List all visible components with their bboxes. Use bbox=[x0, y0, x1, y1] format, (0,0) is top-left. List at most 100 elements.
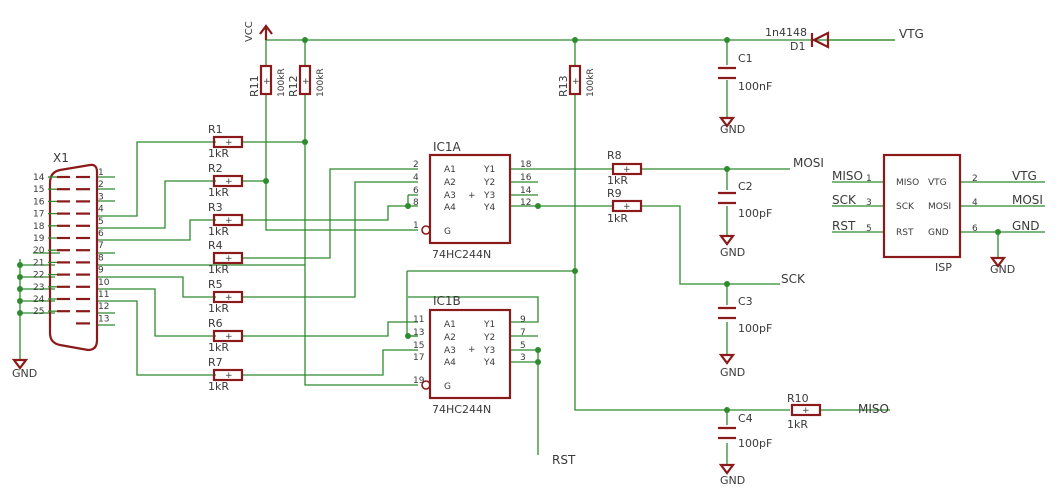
svg-text:ISP: ISP bbox=[935, 261, 952, 274]
ic-pin-label: A1 bbox=[444, 320, 456, 330]
svg-text:100kR: 100kR bbox=[277, 68, 287, 97]
ic-pin-number: 18 bbox=[520, 160, 532, 170]
ic-pin-label: Y2 bbox=[483, 178, 495, 188]
connector-pin-label: 8 bbox=[98, 253, 104, 263]
isp-pin-label: GND bbox=[928, 228, 949, 238]
svg-text:1kR: 1kR bbox=[787, 418, 808, 431]
svg-text:+: + bbox=[623, 165, 631, 175]
connector-pin-label: 2 bbox=[98, 180, 104, 190]
svg-text:74HC244N: 74HC244N bbox=[432, 403, 491, 416]
resistor-r11: + R11 100kR bbox=[248, 64, 287, 97]
connector-pin-label: 14 bbox=[33, 173, 45, 183]
svg-text:GND: GND bbox=[720, 366, 745, 379]
resistor-r13: + R13 100kR bbox=[557, 64, 596, 97]
connector-pin-label: 15 bbox=[33, 185, 44, 195]
ic-pin-number: 12 bbox=[520, 198, 531, 208]
ic-pin-label: Y1 bbox=[483, 320, 495, 330]
gnd-symbol-isp: GND bbox=[989, 256, 1015, 276]
resistor-value: 1kR bbox=[208, 302, 229, 315]
resistor-value: 1kR bbox=[208, 341, 229, 354]
connector-name: X1 bbox=[53, 151, 69, 165]
connector-pin-label: 23 bbox=[33, 283, 44, 293]
resistor-r1: +R1 1kR bbox=[208, 123, 244, 160]
connector-pin-label: 1 bbox=[98, 168, 104, 178]
capacitor-c3: C3 100pF bbox=[718, 295, 772, 335]
svg-text:+: + bbox=[225, 332, 233, 342]
connector-pin-label: 17 bbox=[33, 210, 44, 220]
resistor-name: R1 bbox=[208, 123, 223, 136]
connector-pin-label: 5 bbox=[98, 217, 104, 227]
svg-text:1kR: 1kR bbox=[607, 174, 628, 187]
vcc-label: VCC bbox=[244, 21, 255, 42]
svg-text:100pF: 100pF bbox=[738, 437, 772, 450]
gnd-symbol-connector: GND bbox=[11, 358, 37, 380]
svg-text:GND: GND bbox=[990, 263, 1015, 276]
connector-pin-label: 18 bbox=[33, 222, 45, 232]
isp-pin-number: 2 bbox=[972, 174, 978, 184]
svg-text:R12: R12 bbox=[287, 75, 300, 97]
ic-pin-number: 16 bbox=[520, 173, 532, 183]
isp-net-label: SCK bbox=[832, 193, 857, 207]
capacitor-c4: C4 100pF bbox=[718, 412, 772, 450]
svg-text:+: + bbox=[225, 216, 233, 226]
rst-net-label: RST bbox=[552, 453, 576, 467]
svg-text:1kR: 1kR bbox=[607, 212, 628, 225]
svg-text:R10: R10 bbox=[787, 392, 809, 405]
resistor-r10: + R10 1kR bbox=[787, 392, 822, 431]
svg-text:D1: D1 bbox=[790, 40, 805, 53]
svg-text:R9: R9 bbox=[607, 187, 622, 200]
connector-pin-label: 4 bbox=[98, 205, 104, 215]
resistor-name: R5 bbox=[208, 278, 223, 291]
sck-net-label: SCK bbox=[781, 272, 806, 286]
ic-pin-number: 3 bbox=[520, 353, 526, 363]
svg-text:+: + bbox=[302, 77, 310, 87]
resistor-value: 1kR bbox=[208, 263, 229, 276]
gnd-symbol-c2: GND bbox=[718, 234, 745, 259]
isp-net-label: RST bbox=[832, 219, 856, 233]
ic-pin-label: A2 bbox=[444, 178, 456, 188]
resistor-r8: + R8 1kR bbox=[607, 149, 643, 187]
resistor-value: 1kR bbox=[208, 147, 229, 160]
svg-text:+: + bbox=[225, 254, 233, 264]
svg-text:GND: GND bbox=[720, 246, 745, 259]
svg-text:+: + bbox=[225, 177, 233, 187]
ic-pin-number: 1 bbox=[413, 221, 419, 231]
svg-text:+: + bbox=[225, 138, 233, 148]
connector-pin-label: 7 bbox=[98, 241, 104, 251]
ic-pin-label: G bbox=[444, 382, 451, 392]
connector-pin-label: 11 bbox=[98, 290, 109, 300]
ic-pin-label: A3 bbox=[444, 191, 456, 201]
svg-text:+: + bbox=[468, 345, 476, 355]
svg-text:74HC244N: 74HC244N bbox=[432, 248, 491, 261]
connector-pin-label: 3 bbox=[98, 192, 104, 202]
isp-pin-label: MISO bbox=[896, 178, 919, 188]
connector-pin-label: 10 bbox=[98, 278, 110, 288]
ic-pin-label: A1 bbox=[444, 165, 456, 175]
connector-pin-label: 12 bbox=[98, 302, 109, 312]
ic-pin-number: 2 bbox=[413, 160, 419, 170]
resistor-name: R2 bbox=[208, 162, 223, 175]
ic-pin-label: Y3 bbox=[483, 346, 495, 356]
svg-text:R8: R8 bbox=[607, 149, 622, 162]
ic-pin-number: 8 bbox=[413, 198, 419, 208]
pulldown-resistors: +R11kR+R21kR+R31kR+R41kR+R51kR+R61kR+R71… bbox=[208, 123, 244, 393]
svg-text:R13: R13 bbox=[557, 75, 570, 97]
svg-text:+: + bbox=[623, 202, 631, 212]
svg-text:GND: GND bbox=[720, 474, 745, 487]
resistor-name: R4 bbox=[208, 239, 223, 252]
ic-pin-number: 17 bbox=[413, 353, 424, 363]
svg-text:C1: C1 bbox=[738, 52, 753, 65]
connector-pin-label: 20 bbox=[33, 246, 45, 256]
resistor-r4: +R4 1kR bbox=[208, 239, 244, 276]
svg-text:IC1A: IC1A bbox=[433, 140, 462, 154]
diode-d1: 1n4148 D1 bbox=[765, 26, 830, 53]
svg-text:100pF: 100pF bbox=[738, 322, 772, 335]
capacitor-c2: C2 100pF bbox=[718, 180, 772, 220]
isp-net-label: MISO bbox=[832, 169, 863, 183]
connector-pin-label: 21 bbox=[33, 258, 44, 268]
mosi-net-label: MOSI bbox=[793, 156, 824, 170]
isp-pin-number: 6 bbox=[972, 224, 978, 234]
